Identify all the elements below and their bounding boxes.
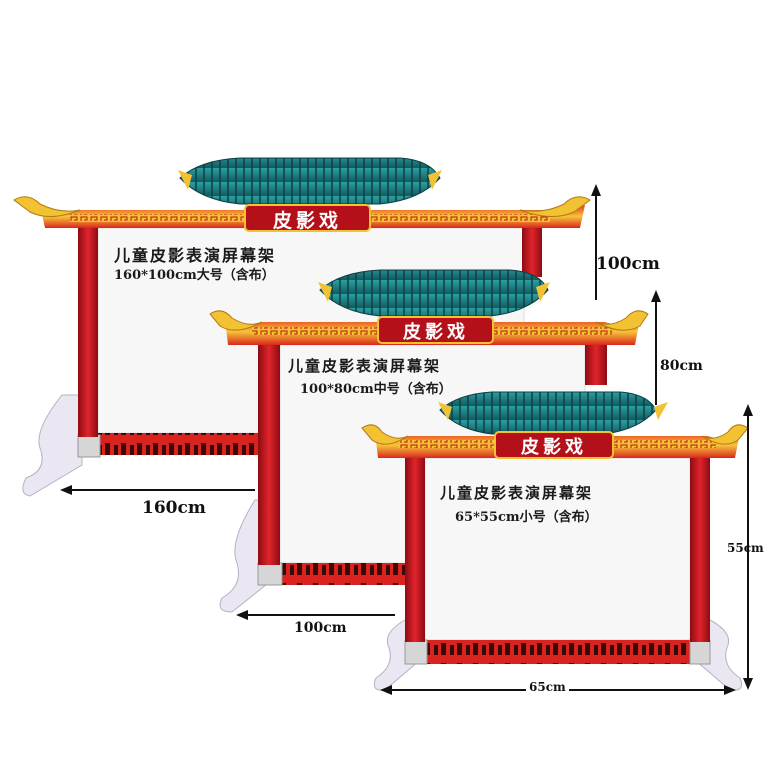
large-post-left — [78, 222, 98, 437]
large-width-label: 160cm — [142, 498, 206, 518]
medium-product-name: 儿童皮影表演屏幕架 — [288, 357, 442, 375]
medium-product-spec: 100*80cm中号（含布） — [300, 382, 452, 397]
small-post-left — [405, 452, 425, 642]
large-product-name: 儿童皮影表演屏幕架 — [114, 246, 277, 265]
small-frame — [361, 391, 749, 691]
small-post-right — [690, 452, 710, 642]
medium-post-right — [585, 340, 607, 385]
large-sign-text: 皮影戏 — [272, 210, 342, 232]
medium-width-label: 100cm — [294, 620, 347, 636]
small-product-name: 儿童皮影表演屏幕架 — [440, 484, 594, 502]
small-width-label: 65cm — [526, 680, 569, 694]
large-sign — [244, 204, 371, 232]
medium-sign-text: 皮影戏 — [403, 322, 469, 343]
large-height-label: 100cm — [596, 254, 660, 274]
small-sign — [494, 431, 614, 459]
medium-height-label: 80cm — [660, 358, 703, 374]
large-foot-left — [22, 394, 83, 497]
small-height-label: 55cm — [727, 541, 764, 555]
small-sign-text: 皮影戏 — [521, 437, 587, 458]
small-screen — [424, 457, 691, 641]
large-post-right — [522, 222, 542, 277]
medium-sign — [377, 316, 494, 344]
large-product-spec: 160*100cm大号（含布） — [114, 268, 275, 283]
dimension-arrows — [60, 184, 753, 695]
medium-post-left — [258, 340, 280, 565]
small-product-spec: 65*55cm小号（含布） — [455, 510, 598, 525]
